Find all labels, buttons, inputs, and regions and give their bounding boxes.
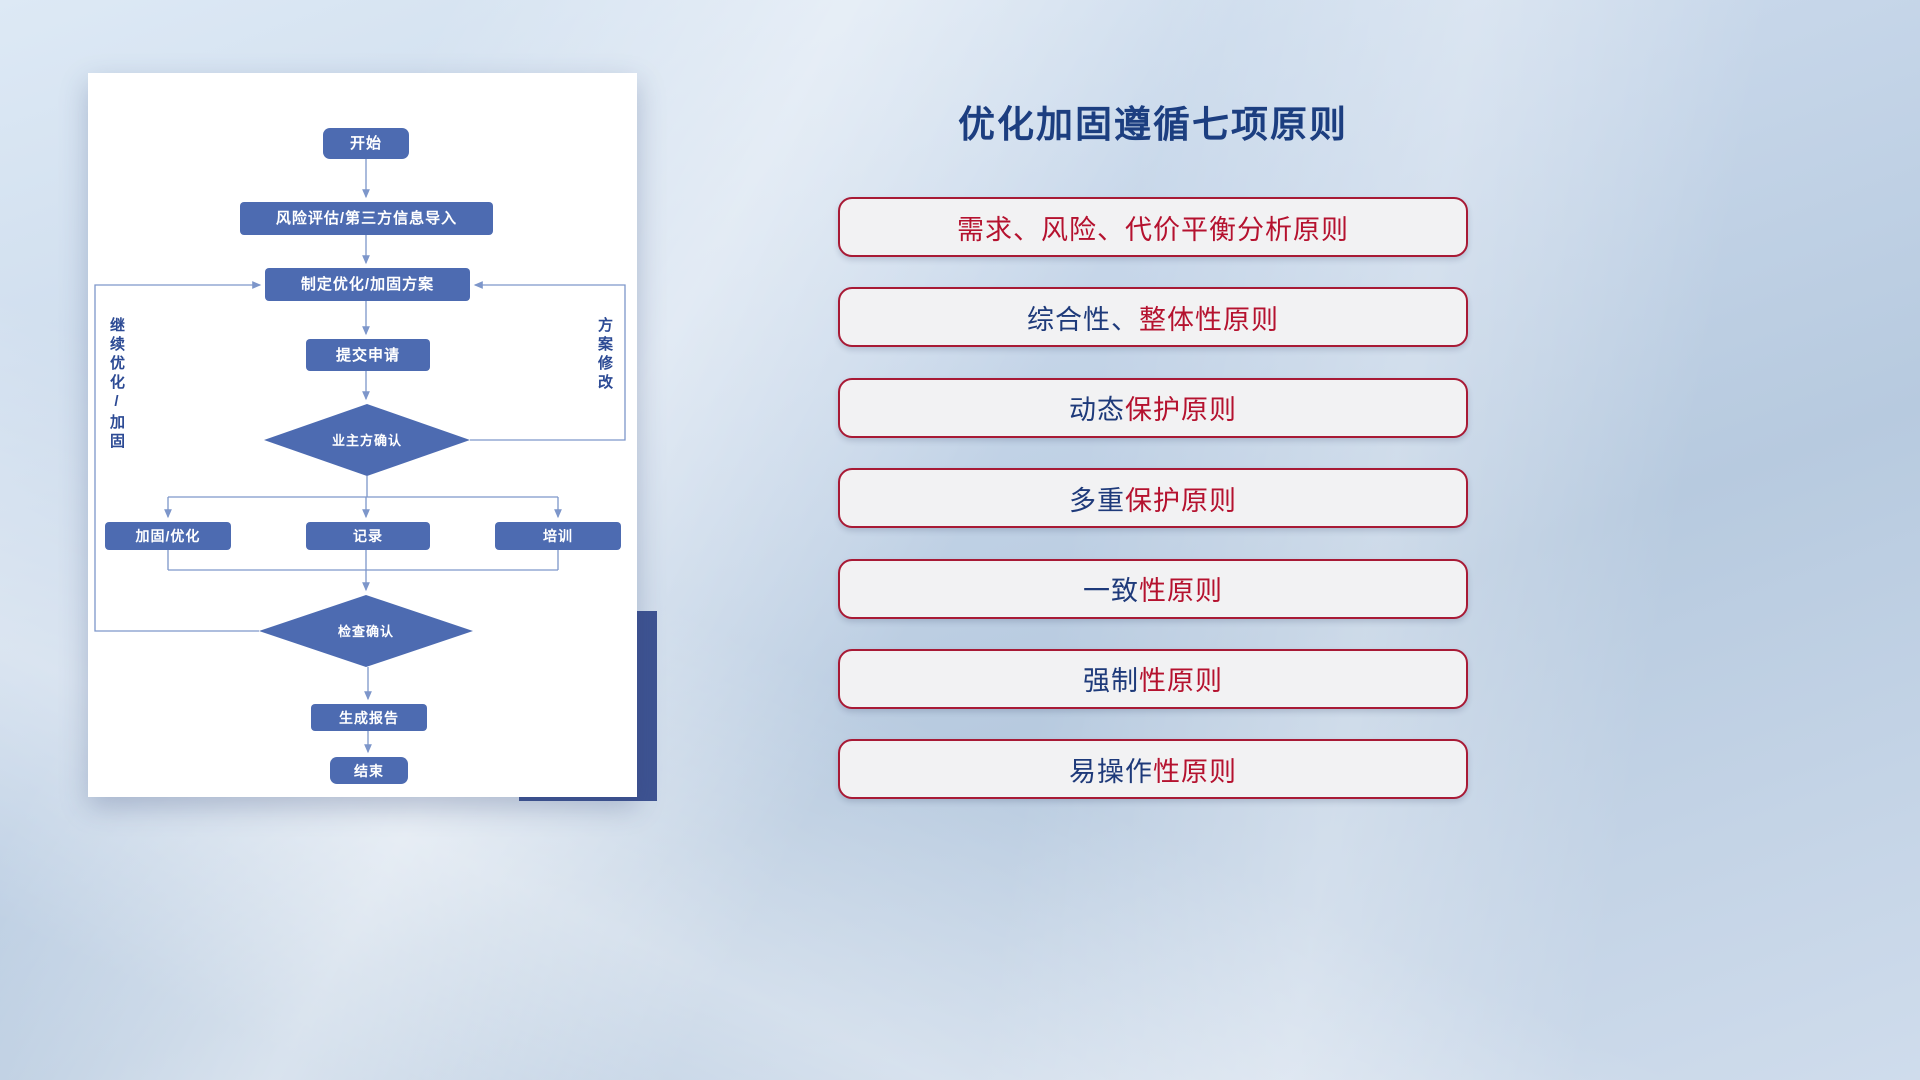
node-risk-import: 风险评估/第三方信息导入 [240,202,493,235]
principle-text-segment: 易操作 [1069,756,1153,787]
diamond-label: 业主方确认 [331,432,402,448]
principle-box: 多重保护原则 [838,468,1468,529]
principles-list: 需求、风险、代价平衡分析原则综合性、整体性原则动态保护原则多重保护原则一致性原则… [838,197,1468,800]
principle-box: 强制性原则 [838,648,1468,709]
principle-box: 易操作性原则 [838,739,1468,800]
principle-box: 动态保护原则 [838,377,1468,438]
node-start: 开始 [323,128,409,159]
node-plan: 制定优化/加固方案 [265,268,470,301]
flowchart-card: 开始 风险评估/第三方信息导入 制定优化/加固方案 提交申请 业主方确认 加固/… [88,73,637,797]
node-reinforce: 加固/优化 [105,522,231,550]
principle-text-segment: 保护原则 [1125,395,1237,426]
principle-text-segment: 动态 [1069,395,1125,426]
node-record: 记录 [306,522,430,550]
page-title: 优化加固遵循七项原则 [958,104,1348,145]
edge-label-modify: 方案修改 [596,317,613,393]
diamond-label: 检查确认 [337,623,394,639]
principle-text-segment: 综合性、 [1027,304,1139,335]
edge-label-continue: 继续优化/加固 [108,317,125,452]
node-report: 生成报告 [311,704,427,731]
principle-box: 一致性原则 [838,558,1468,619]
principle-text-segment: 整体性原则 [1139,304,1279,335]
node-training: 培训 [495,522,621,550]
principle-text-segment: 性原则 [1139,666,1223,697]
node-submit: 提交申请 [306,339,430,371]
principle-text-segment: 需求、风险、代价平衡分析原则 [957,214,1349,245]
node-end: 结束 [330,757,408,784]
principle-text-segment: 多重 [1069,485,1125,516]
node-check-confirm: 检查确认 [259,595,473,667]
principle-box: 需求、风险、代价平衡分析原则 [838,197,1468,257]
principle-text-segment: 一致 [1083,576,1139,607]
node-owner-confirm: 业主方确认 [264,404,470,476]
flowchart-connectors [94,159,626,754]
principle-text-segment: 强制 [1083,666,1139,697]
principle-text-segment: 保护原则 [1125,485,1237,516]
principle-text-segment: 性原则 [1153,756,1237,787]
principle-box: 综合性、整体性原则 [838,287,1468,348]
principle-text-segment: 性原则 [1139,576,1223,607]
